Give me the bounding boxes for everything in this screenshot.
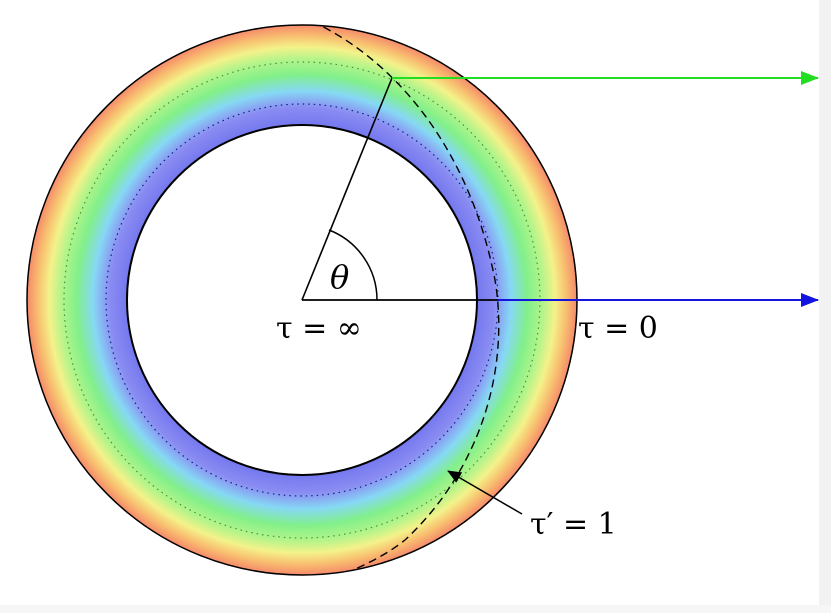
tau-surface-label: τ = 0	[578, 311, 658, 346]
tau-center-label: τ = ∞	[276, 311, 362, 346]
right-border-strip	[819, 0, 831, 613]
tau-prime-pointer-arrow	[447, 470, 523, 515]
tau-prime-one-curve	[299, 24, 500, 576]
theta-arc	[328, 229, 378, 301]
bottom-border-strip	[0, 605, 831, 613]
radius-line	[301, 77, 393, 301]
theta-label: θ	[330, 258, 349, 296]
tau-prime-label: τ′ = 1	[530, 507, 617, 542]
